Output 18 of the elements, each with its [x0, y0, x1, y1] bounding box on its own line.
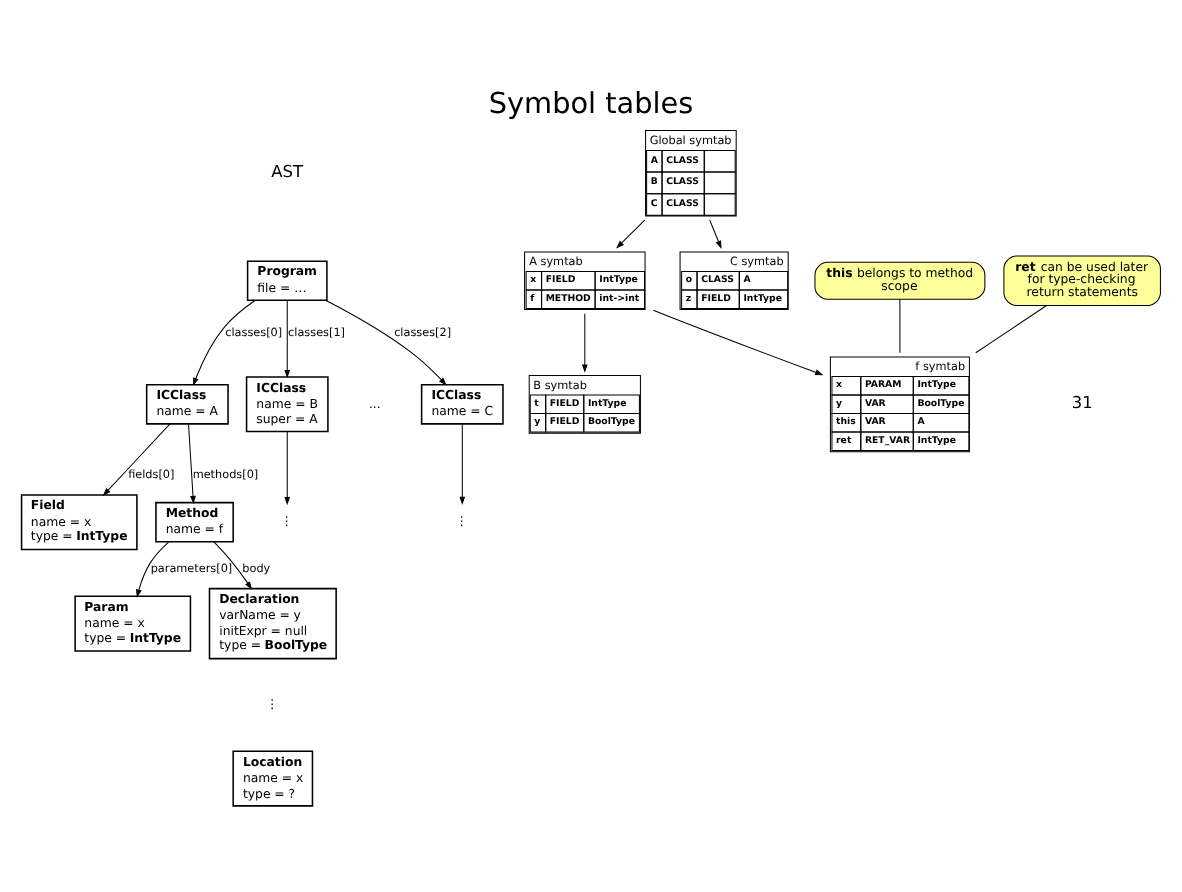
connector — [975, 304, 1048, 354]
arrow — [188, 423, 196, 505]
arrow — [284, 431, 291, 506]
arrow — [213, 541, 253, 590]
arrow — [325, 299, 447, 386]
diagram-title: Symbol tables — [488, 89, 694, 122]
arrow — [102, 423, 171, 496]
label: AST — [271, 161, 304, 182]
label: 31 — [1071, 392, 1093, 413]
arrow — [192, 299, 256, 386]
arrow — [136, 541, 170, 598]
arrow — [459, 423, 466, 505]
arrow — [581, 313, 588, 373]
arrow — [616, 219, 646, 249]
connector — [899, 298, 901, 354]
arrow — [284, 299, 291, 379]
arrow — [709, 219, 722, 249]
arrow — [652, 309, 824, 376]
